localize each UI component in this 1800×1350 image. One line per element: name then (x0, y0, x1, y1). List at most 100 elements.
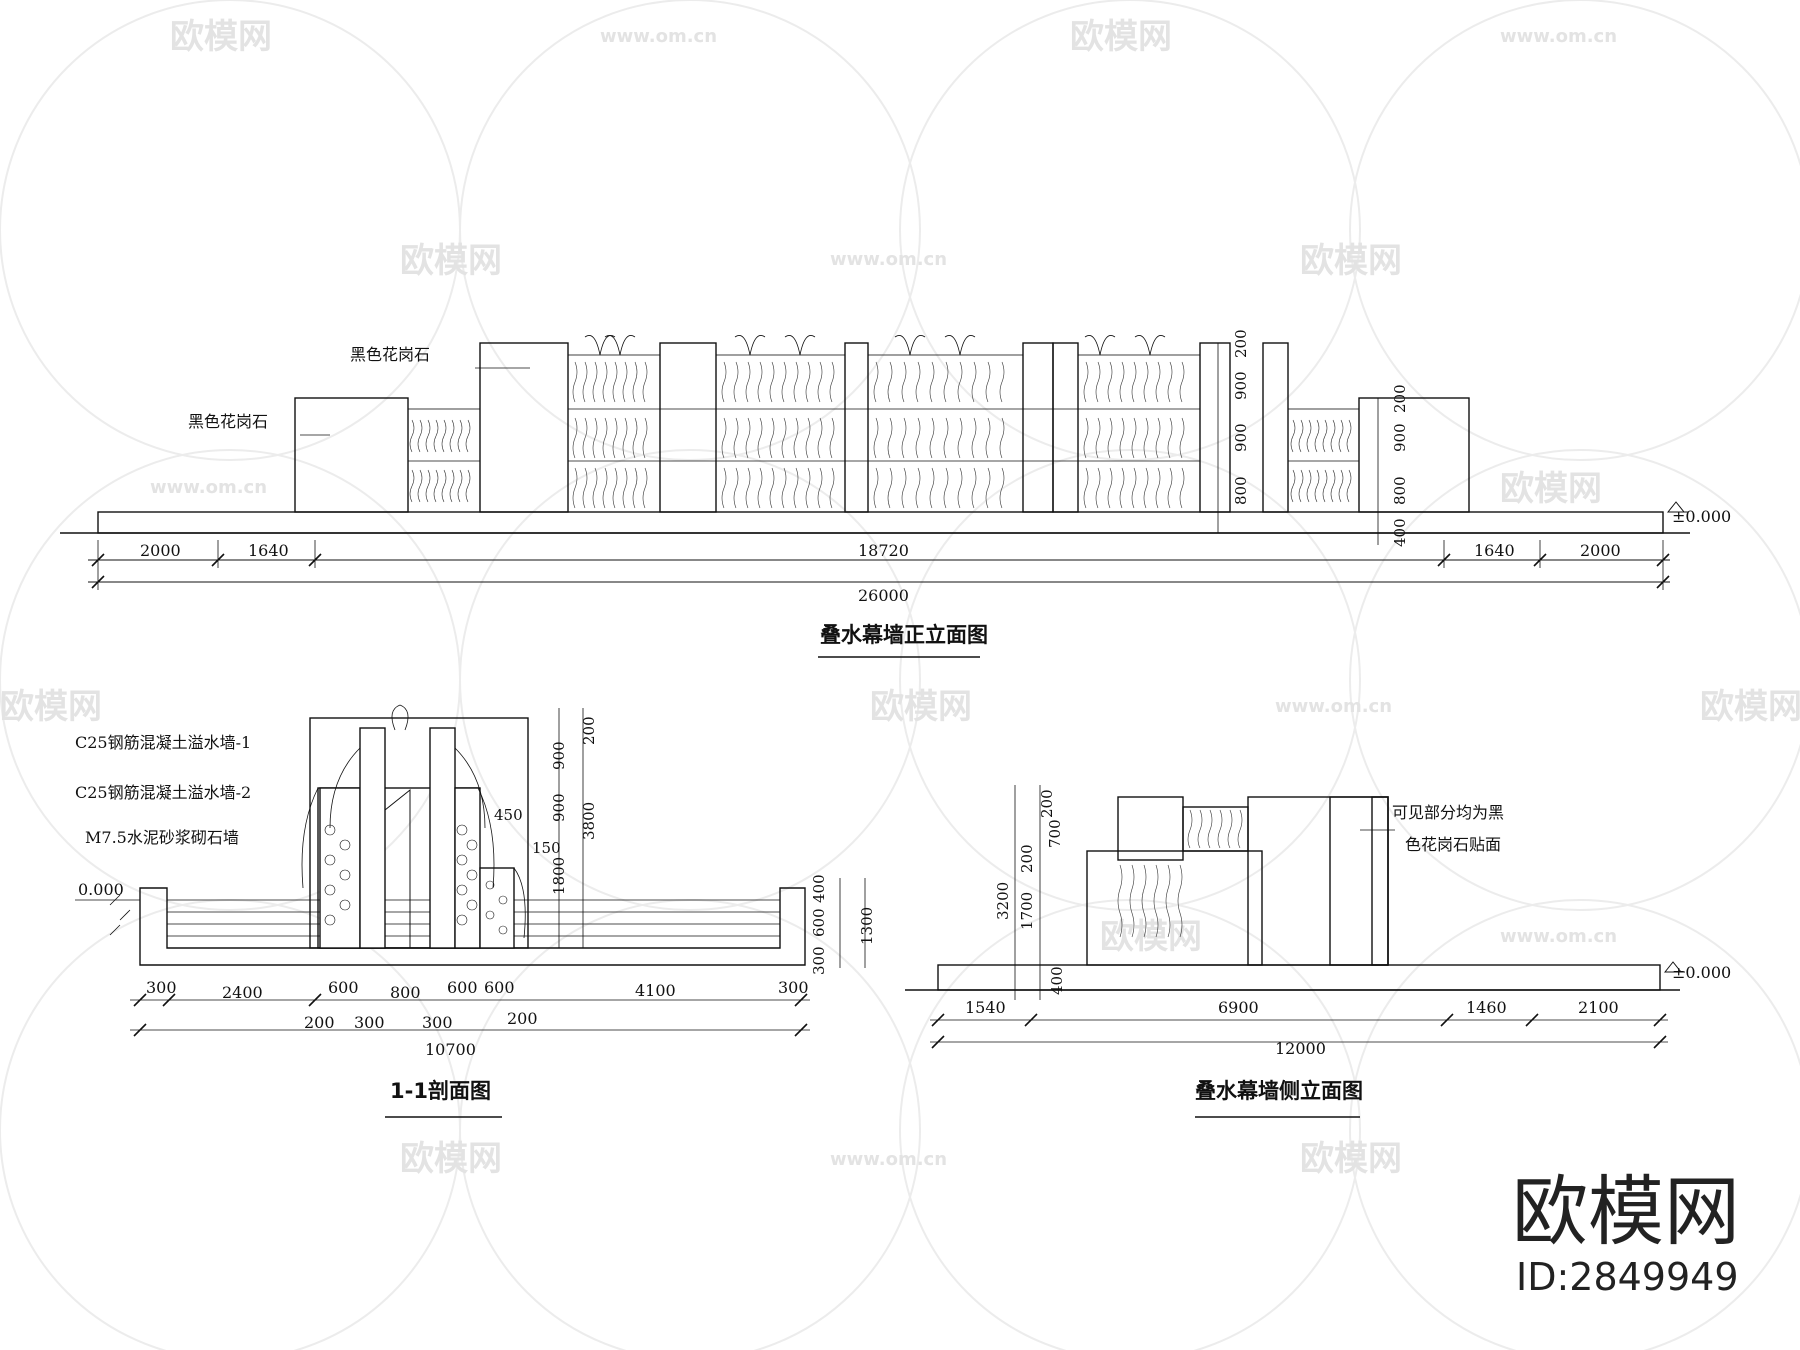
dim-total: 10700 (425, 1040, 476, 1059)
dim-label: 2100 (1578, 998, 1619, 1017)
vdim-label: 900 (1391, 423, 1409, 452)
watermark-brand: 欧模网 (400, 1139, 502, 1179)
tall-pillar (1262, 342, 1289, 513)
tall-pillar (1022, 342, 1054, 513)
dim-label: 300 (146, 978, 177, 997)
water-curtain-upper (1182, 806, 1249, 852)
vdim-label: 600 (810, 908, 828, 937)
watermark-brand: 欧模网 (0, 687, 102, 727)
vdim-label: 900 (1232, 371, 1250, 400)
vdim-label: 900 (1232, 423, 1250, 452)
dim-label: 1640 (248, 541, 289, 560)
vdim-label: 3200 (994, 882, 1012, 920)
watermark-brand: 欧模网 (400, 241, 502, 281)
dim-label: 200 (304, 1013, 335, 1032)
side-elevation-texts: 可见部分均为黑 色花岗石贴面 ±0.000 200 700 200 1700 3… (965, 789, 1731, 1103)
side-elevation-title: 叠水幕墙侧立面图 (1195, 1079, 1363, 1103)
watermark-url: www.om.cn (830, 249, 947, 270)
section-drawing (75, 704, 866, 1118)
vdim-label: 1700 (1018, 892, 1036, 930)
material-note: 可见部分均为黑 (1392, 803, 1504, 822)
watermark-brand: 欧模网 (1300, 1139, 1402, 1179)
vdim-label: 200 (580, 716, 598, 745)
dim-label: 600 (484, 978, 515, 997)
water-ripple-pattern (409, 361, 1352, 509)
vdim-label: 200 (1038, 789, 1056, 818)
granite-label: 黑色花岗石 (188, 412, 268, 431)
front-elevation (60, 335, 1690, 658)
watermark-url: www.om.cn (1275, 696, 1392, 717)
watermark-texts: 欧模网 www.om.cn 欧模网 www.om.cn 欧模网 www.om.c… (0, 17, 1800, 1179)
dim-label: 200 (507, 1009, 538, 1028)
end-pillar-left (294, 397, 409, 513)
tall-block (1247, 796, 1389, 966)
vdim-label: 900 (550, 741, 568, 770)
vdim-label: 400 (1391, 518, 1409, 547)
overflow-wall-1 (429, 727, 456, 949)
tall-pillar (659, 342, 717, 513)
section-texts: C25钢筋混凝土溢水墙-1 C25钢筋混凝土溢水墙-2 M7.5水泥砂浆砌石墙 … (75, 716, 876, 1103)
vdim-label: 200 (1391, 384, 1409, 413)
stone-hatch (324, 824, 508, 935)
brand-logo: 欧模网 ID:2849949 (1512, 1167, 1740, 1299)
vdim-label: 400 (810, 874, 828, 903)
dim-label: 600 (447, 978, 478, 997)
dim-label: 450 (494, 806, 523, 824)
vdim-label: 3800 (580, 802, 598, 840)
watermark-brand: 欧模网 (170, 17, 272, 57)
fountain-jets (584, 335, 1166, 356)
watermark-brand: 欧模网 (1300, 241, 1402, 281)
dim-label: 600 (328, 978, 359, 997)
dim-label: 2000 (1580, 541, 1621, 560)
front-elevation-title: 叠水幕墙正立面图 (820, 623, 988, 647)
watermark-url: www.om.cn (830, 1149, 947, 1170)
wall-label: M7.5水泥砂浆砌石墙 (85, 828, 239, 847)
vdim-label: 900 (550, 793, 568, 822)
water-curtain (407, 354, 1360, 513)
image-id: ID:2849949 (1516, 1255, 1739, 1299)
dim-total: 26000 (858, 586, 909, 605)
dim-label: 1640 (1474, 541, 1515, 560)
wall-label: C25钢筋混凝土溢水墙-2 (75, 783, 251, 802)
vdim-label: 1300 (858, 907, 876, 945)
dim-label: 1460 (1466, 998, 1507, 1017)
dim-label: 300 (422, 1013, 453, 1032)
vdim-label: 200 (1232, 329, 1250, 358)
vdim-label: 400 (1048, 966, 1066, 995)
overflow-wall-2 (454, 787, 481, 949)
watermark-url: www.om.cn (150, 477, 267, 498)
watermark-brand: 欧模网 (1500, 469, 1602, 509)
water-curtain-side (1117, 809, 1243, 938)
watermark-url: www.om.cn (1500, 926, 1617, 947)
watermark-brand: 欧模网 (870, 687, 972, 727)
dim-label: 2400 (222, 983, 263, 1002)
low-wall (479, 867, 515, 949)
wall-label: C25钢筋混凝土溢水墙-1 (75, 733, 251, 752)
dim-label: 300 (354, 1013, 385, 1032)
vdim-label: 700 (1046, 819, 1064, 848)
vdim-label: 800 (1232, 476, 1250, 505)
front-elevation-texts: 黑色花岗石 黑色花岗石 2000 1640 18720 1640 2000 26… (140, 329, 1731, 647)
tall-pillar (844, 342, 869, 513)
granite-label: 黑色花岗石 (350, 345, 430, 364)
dim-label: 800 (390, 983, 421, 1002)
material-note: 色花岗石贴面 (1405, 835, 1501, 854)
tall-pillar (1052, 342, 1079, 513)
vdim-label: 300 (810, 946, 828, 975)
dim-label: 4100 (635, 981, 676, 1000)
low-block (1086, 850, 1263, 966)
dim-total: 12000 (1275, 1039, 1326, 1058)
level-label: 0.000 (78, 880, 124, 899)
level-label: ±0.000 (1672, 507, 1731, 526)
watermark-url: www.om.cn (600, 26, 717, 47)
dim-label: 2000 (140, 541, 181, 560)
dim-label: 6900 (1218, 998, 1259, 1017)
overflow-wall-1 (359, 727, 386, 949)
vdim-label: 200 (1018, 844, 1036, 873)
vdim-label: 800 (1391, 476, 1409, 505)
dim-label: 1540 (965, 998, 1006, 1017)
watermark-brand: 欧模网 (1100, 917, 1202, 957)
